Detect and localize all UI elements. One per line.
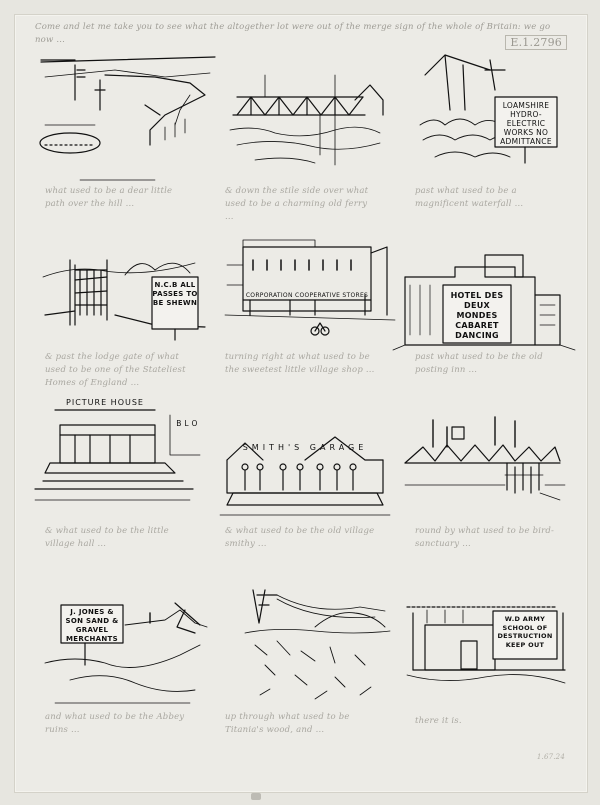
caption-9: round by what used to be bird-sanctuary …	[415, 526, 555, 549]
caption-10: and what used to be the Abbey ruins ...	[45, 712, 185, 735]
panel-6-sketch	[392, 254, 576, 351]
panel-12-sketch	[406, 606, 566, 684]
panel-10-sketch	[44, 602, 208, 704]
shop-sign: CORPORATION COOPERATIVE STORES	[245, 292, 369, 299]
corner-mark	[251, 793, 261, 800]
caption-7: & what used to be the little village hal…	[45, 526, 169, 549]
panel-1-sketch	[39, 56, 216, 181]
bottom-reference: 1.67.24	[536, 753, 565, 761]
panel-4-sketch	[42, 259, 206, 341]
hydro-sign: LOAMSHIRE HYDRO-ELECTRIC WORKS NO ADMITT…	[500, 101, 552, 146]
caption-5: turning right at what used to be the swe…	[225, 352, 375, 375]
panel-2-sketch	[229, 74, 384, 166]
caption-6: past what used to be the old posting inn…	[415, 352, 543, 375]
top-note: Come and let me take you to see what the…	[35, 22, 551, 45]
panel-8-sketch	[219, 436, 391, 516]
panel-9-sketch	[404, 416, 566, 501]
panel-3-sketch	[419, 54, 558, 164]
caption-4: & past the lodge gate of what used to be…	[45, 352, 186, 388]
caption-2: & down the stile side over what used to …	[225, 186, 369, 222]
sand-gravel-sign: J. JONES & SON SAND & GRAVEL MERCHANTS	[65, 608, 119, 643]
panel-11-sketch	[244, 589, 391, 700]
panel-5-sketch	[224, 239, 396, 336]
panel-7-sketch	[34, 409, 201, 501]
wd-sign: W.D ARMY SCHOOL OF DESTRUCTION KEEP OUT	[497, 615, 553, 649]
picture-house-sign: PICTURE HOUSE	[66, 398, 144, 407]
caption-8: & what used to be the old village smithy…	[225, 526, 375, 549]
drawing-sheet: Come and let me take you to see what the…	[14, 14, 588, 800]
hotel-sign: HOTEL DES DEUX MONDES CABARET DANCING	[450, 291, 504, 340]
sketches	[34, 54, 576, 704]
ncb-sign: N.C.B ALL PASSES TO BE SHEWN	[152, 281, 198, 307]
caption-1: what used to be a dear little path over …	[45, 186, 173, 209]
caption-11: up through what used to be Titania's woo…	[225, 712, 350, 735]
caption-3: past what used to be a magnificent water…	[415, 186, 524, 209]
reference-number: E.1.2796	[505, 35, 567, 50]
bingo-sign: B L O	[176, 419, 198, 428]
garage-sign: SMITH'S GARAGE	[242, 443, 368, 452]
caption-12: there it is.	[415, 716, 462, 726]
